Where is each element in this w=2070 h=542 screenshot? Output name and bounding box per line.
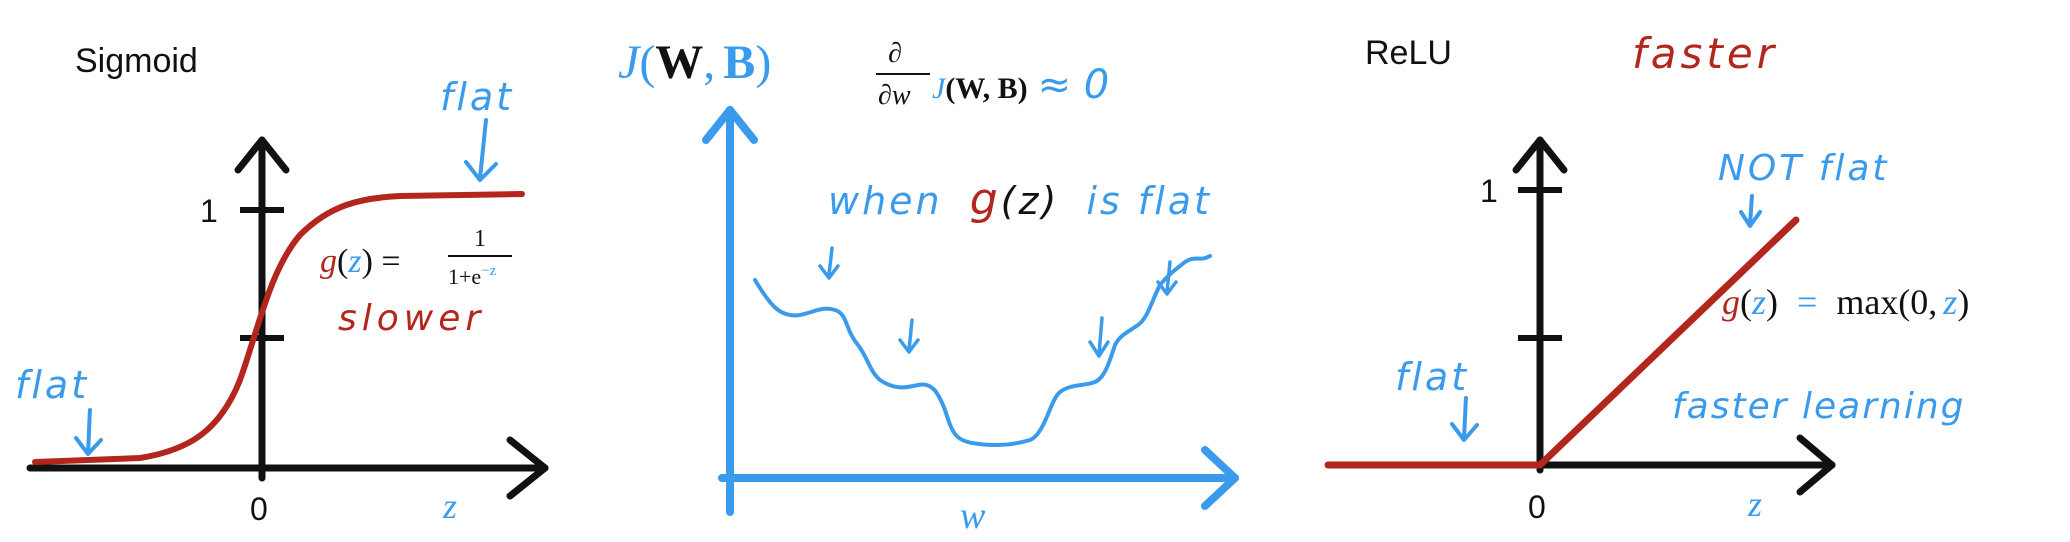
sigmoid-frac-den-base: 1+e (448, 264, 481, 289)
cost-when-pre: when (828, 179, 943, 223)
cost-when-note: when g(z) is flat (828, 174, 1212, 225)
relu-formula-z2: z (1942, 282, 1957, 322)
sigmoid-curve (32, 191, 525, 465)
cost-pointer-3-icon (1088, 316, 1110, 358)
relu-title: ReLU (1365, 34, 1452, 72)
sigmoid-formula-z: z (347, 243, 361, 280)
sigmoid-formula-g: g (320, 243, 337, 280)
cost-deriv-denominator: ∂w (878, 80, 911, 111)
cost-title-open: ( (639, 36, 655, 89)
cost-title-close: ) (755, 36, 771, 89)
cost-when-g: g (970, 174, 1001, 225)
relu-formula-eq: = (1797, 282, 1817, 322)
cost-pointer-4-icon (1156, 260, 1178, 296)
relu-note-flat: flat (1395, 355, 1469, 399)
cost-title-comma: , (703, 36, 715, 89)
sigmoid-frac-den-exp: −z (481, 263, 496, 279)
sigmoid-title: Sigmoid (75, 42, 198, 80)
sigmoid-flat-left-arrow-icon (74, 408, 103, 456)
sigmoid-y-axis-arrowhead (234, 136, 290, 174)
sigmoid-note-flat-top: flat (440, 75, 514, 119)
relu-not-flat-arrow-icon (1739, 194, 1762, 228)
cost-deriv-numerator: ∂ (888, 38, 902, 69)
cost-y-axis-arrowhead (702, 106, 758, 144)
sigmoid-formula-open: ( (337, 243, 348, 280)
sigmoid-formula-close: ) = (362, 243, 401, 280)
cost-deriv-args: (W, B) (945, 72, 1027, 105)
cost-when-z: (z) (1001, 179, 1060, 223)
sigmoid-frac-denominator: 1+e−z (448, 263, 497, 289)
relu-note-not-flat: NOT flat (1718, 148, 1890, 189)
cost-deriv-approx: ≈ 0 (1038, 62, 1110, 108)
cost-when-post: is flat (1086, 179, 1212, 223)
cost-curve (753, 254, 1212, 447)
relu-formula-close: ) (1766, 282, 1778, 322)
sigmoid-x-axis-arrowhead (506, 436, 549, 500)
sigmoid-tick-one-label: 1 (200, 193, 218, 229)
cost-deriv-j: J (932, 72, 947, 105)
relu-formula-open: ( (1740, 282, 1752, 322)
cost-pointer-2-icon (898, 318, 920, 354)
sigmoid-panel: Sigmoid 1 0 z g(z) = 1 1+e−z slower flat… (15, 42, 549, 527)
sigmoid-flat-top-arrow-icon (464, 118, 498, 182)
relu-formula-max: max(0, (1836, 282, 1937, 322)
relu-tick-zero-label: 0 (1528, 489, 1546, 525)
relu-note-faster-learning: faster learning (1672, 386, 1966, 427)
cost-axis-w-label: w (960, 495, 986, 537)
relu-tick-one-label: 1 (1480, 173, 1498, 209)
sigmoid-tick-zero-label: 0 (250, 491, 268, 527)
cost-title-j: J (618, 36, 642, 89)
relu-note-faster: faster (1632, 29, 1778, 78)
relu-formula-end: ) (1957, 282, 1969, 322)
cost-deriv-expression: J(W, B) ≈ 0 (932, 62, 1109, 108)
relu-formula-z: z (1751, 282, 1766, 322)
sigmoid-note-slower: slower (338, 298, 485, 339)
relu-formula-g: g (1722, 282, 1740, 322)
relu-flat-arrow-icon (1450, 396, 1479, 442)
relu-axis-z-label: z (1747, 484, 1762, 524)
cost-x-axis-arrowhead (1201, 446, 1239, 510)
relu-panel: ReLU faster 1 0 z NOT flat g(z) = max(0,… (1324, 29, 1969, 525)
relu-x-axis-arrowhead (1796, 434, 1836, 496)
relu-formula: g(z) = max(0,z) (1722, 282, 1969, 322)
relu-curve (1324, 216, 1800, 469)
sigmoid-axis-z-label: z (442, 486, 457, 526)
sigmoid-frac-numerator: 1 (474, 226, 486, 252)
cost-pointer-1-icon (818, 246, 840, 280)
relu-y-axis-arrowhead (1512, 136, 1568, 174)
cost-title-b: B (723, 36, 755, 89)
sigmoid-formula-lhs: g(z) = (320, 243, 401, 280)
sigmoid-note-flat-left: flat (15, 363, 89, 407)
cost-panel: J(W,B) w ∂ ∂w J(W, B)≈ 0 when g(z) is fl… (618, 36, 1239, 537)
cost-title: J(W,B) (618, 36, 771, 89)
cost-title-w: W (655, 36, 703, 89)
